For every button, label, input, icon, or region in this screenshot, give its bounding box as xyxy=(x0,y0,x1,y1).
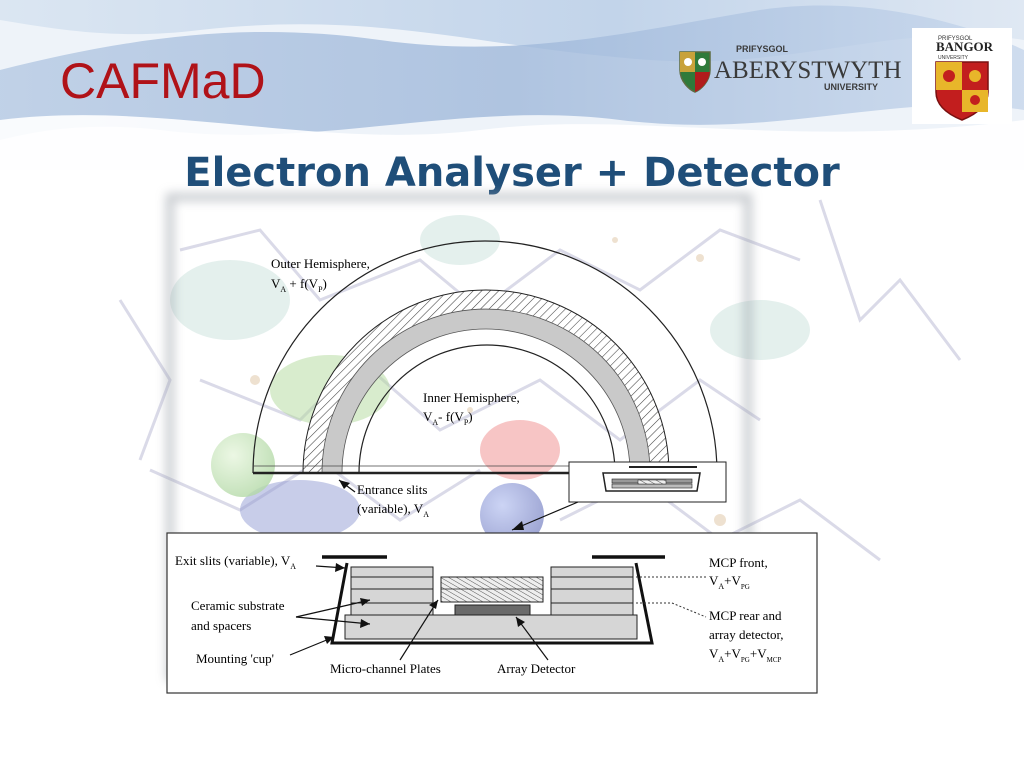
detector-zoom-box xyxy=(568,461,727,503)
inner-hemisphere-arc xyxy=(358,344,616,474)
entrance-slits-arrow xyxy=(339,480,350,489)
mcp-rear-label-line1: MCP rear and xyxy=(709,608,782,623)
entrance-slits-voltage: (variable), VA xyxy=(357,501,429,519)
mounting-cup-label: Mounting 'cup' xyxy=(196,651,274,666)
molecular-background xyxy=(118,199,962,562)
slide-title: Electron Analyser + Detector xyxy=(184,150,840,196)
micro-channel-plates-label: Micro-channel Plates xyxy=(330,661,441,676)
aberystwyth-sub-text: UNIVERSITY xyxy=(824,82,878,92)
outer-hemisphere-label: Outer Hemisphere, xyxy=(271,256,370,271)
mcp-front-voltage: VA+VPG xyxy=(709,573,750,591)
exit-slits-label: Exit slits (variable), VA xyxy=(175,553,296,571)
aberystwyth-main-text: ABERYSTWYTH xyxy=(714,57,902,84)
detector-detail-panel: Exit slits (variable), VA Ceramic substr… xyxy=(166,532,818,694)
bangor-top-text: PRIFYSGOL xyxy=(938,36,973,42)
bangor-crest-icon xyxy=(935,61,989,121)
aberystwyth-crest-icon xyxy=(679,51,711,93)
bangor-main-text: BANGOR xyxy=(936,39,994,54)
array-detector xyxy=(454,604,531,616)
mcp-rear-voltage: VA+VPG+VMCP xyxy=(709,646,781,664)
outer-hemisphere-voltage: VA + f(VP) xyxy=(271,276,327,294)
outer-hemisphere-arc xyxy=(252,240,718,474)
aberystwyth-logo: PRIFYSGOL ABERYSTWYTH UNIVERSITY xyxy=(679,44,902,93)
zoom-pointer-line xyxy=(511,501,579,531)
aberystwyth-top-text: PRIFYSGOL xyxy=(736,44,789,54)
entrance-slits-label: Entrance slits xyxy=(357,482,427,497)
array-detector-label: Array Detector xyxy=(497,661,576,676)
mcp-front-label: MCP front, xyxy=(709,555,768,570)
bangor-sub-text: UNIVERSITY xyxy=(938,55,969,61)
brand-title: CAFMaD xyxy=(60,53,266,109)
mcp-rear-label-line2: array detector, xyxy=(709,627,784,642)
bangor-logo: PRIFYSGOL BANGOR UNIVERSITY xyxy=(912,28,1012,124)
ceramic-substrate xyxy=(344,614,638,640)
micro-channel-plates xyxy=(440,576,544,603)
inner-hemisphere-voltage: VA- f(VP) xyxy=(423,409,473,427)
ceramic-label-line1: Ceramic substrate xyxy=(191,598,285,613)
ceramic-label-line2: and spacers xyxy=(191,618,251,633)
inner-hemisphere-label: Inner Hemisphere, xyxy=(423,390,520,405)
header-wave-background xyxy=(0,0,1024,170)
